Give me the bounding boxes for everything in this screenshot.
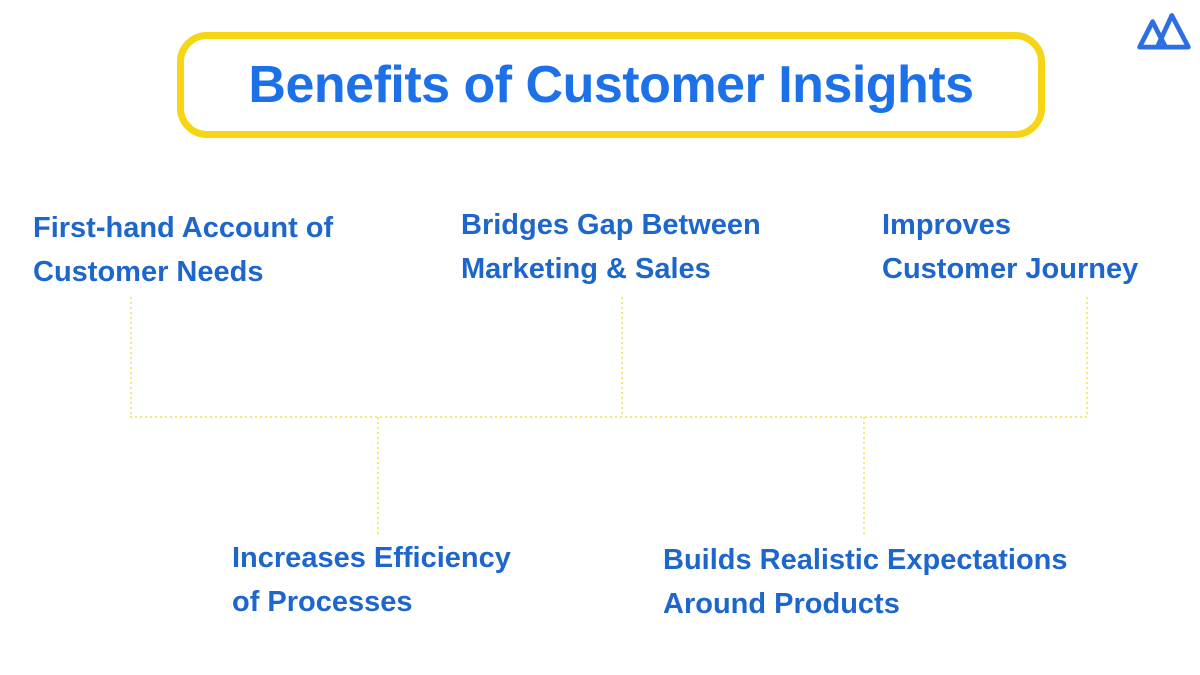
benefit-label-line: Bridges Gap Between <box>461 209 761 241</box>
benefit-improves-journey: Improves Customer Journey <box>882 203 1138 291</box>
benefit-bridges-gap: Bridges Gap Between Marketing & Sales <box>461 203 761 291</box>
mountain-peaks-logo-icon <box>1137 13 1191 50</box>
page-title: Benefits of Customer Insights <box>248 56 974 114</box>
benefit-first-hand-account: First-hand Account of Customer Needs <box>33 206 333 294</box>
connector-line-improves-journey <box>1086 297 1088 417</box>
benefit-label-line: Builds Realistic Expectations <box>663 544 1068 576</box>
benefit-label-line: Marketing & Sales <box>461 253 711 285</box>
benefit-increases-efficiency: Increases Efficiency of Processes <box>232 536 511 624</box>
title-box: Benefits of Customer Insights <box>177 32 1045 138</box>
benefit-label-line: Customer Journey <box>882 253 1139 285</box>
connector-line-first-hand <box>130 297 132 417</box>
benefit-label-line: Improves <box>882 209 1011 241</box>
connector-line-builds-expectations <box>863 417 865 537</box>
connector-line-horizontal <box>130 416 1088 418</box>
benefit-label-line: Around Products <box>663 588 900 620</box>
benefit-label-line: Increases Efficiency <box>232 542 511 574</box>
connector-line-bridges-gap <box>621 297 623 417</box>
connector-line-increases-efficiency <box>377 417 379 537</box>
benefit-label-line: of Processes <box>232 586 413 618</box>
benefit-builds-expectations: Builds Realistic Expectations Around Pro… <box>663 538 1068 626</box>
benefit-label-line: First-hand Account of <box>33 212 334 244</box>
benefit-label-line: Customer Needs <box>33 256 264 288</box>
